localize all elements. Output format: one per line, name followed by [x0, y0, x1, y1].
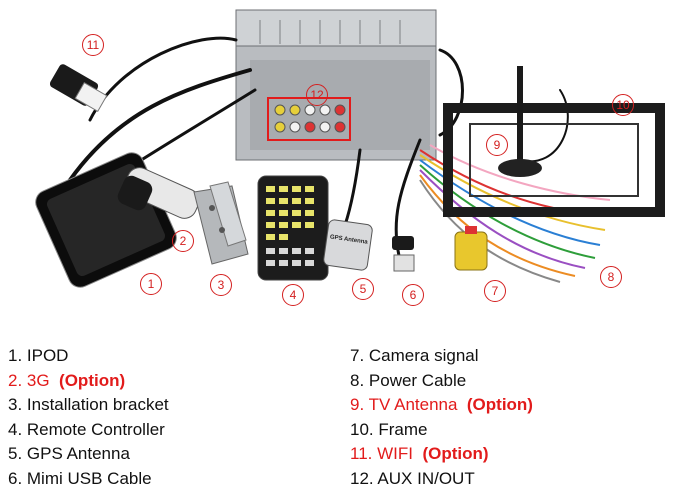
legend-item-text: 8. Power Cable: [350, 370, 467, 390]
legend-item: 5. GPS Antenna: [8, 442, 169, 467]
product-accessories-photo: GPS Antenna: [35, 9, 665, 288]
legend-item: 12. AUX IN/OUT: [350, 467, 533, 492]
legend-item-text: 2. 3G: [8, 370, 50, 390]
marker-4: 4: [282, 284, 304, 306]
marker-2: 2: [172, 230, 194, 252]
legend-item: 4. Remote Controller: [8, 418, 169, 443]
marker-9: 9: [486, 134, 508, 156]
legend-item: 1. IPOD: [8, 344, 169, 369]
legend-item: 11. WIFI (Option): [350, 442, 533, 467]
legend-item: 3. Installation bracket: [8, 393, 169, 418]
gps-antenna: GPS Antenna: [323, 219, 373, 271]
tv-antenna: [498, 66, 542, 177]
legend-item-text: 11. WIFI: [350, 444, 413, 463]
head-unit: [235, 9, 437, 161]
legend-item-text: 4. Remote Controller: [8, 419, 165, 439]
legend-item: 8. Power Cable: [350, 369, 533, 394]
legend-item: 2. 3G (Option): [8, 369, 169, 394]
marker-7: 7: [484, 280, 506, 302]
installation-bracket: [193, 181, 249, 265]
legend-item-text: 10. Frame: [350, 419, 428, 439]
marker-11: 11: [82, 34, 104, 56]
legend-item-option: (Option): [466, 395, 533, 414]
legend-item-text: 6. Mimi USB Cable: [8, 468, 152, 488]
frame: [443, 103, 665, 217]
legend-item-text: 7. Camera signal: [350, 346, 479, 365]
legend-item: 6. Mimi USB Cable: [8, 467, 169, 492]
marker-12: 12: [306, 84, 328, 106]
legend-item-text: 9. TV Antenna: [350, 395, 458, 414]
legend-item-text: 1. IPOD: [8, 346, 69, 365]
aux-rca-block: [267, 97, 351, 141]
legend-item-text: 5. GPS Antenna: [8, 444, 130, 463]
3g-dongle: [117, 167, 200, 219]
gps-antenna-label: GPS Antenna: [329, 234, 368, 245]
camera-connector: [454, 226, 488, 271]
marker-3: 3: [210, 274, 232, 296]
marker-8: 8: [600, 266, 622, 288]
legend-item: 7. Camera signal: [350, 344, 533, 369]
remote-controller: [257, 175, 329, 281]
legend-item: 10. Frame: [350, 418, 533, 443]
legend-item: 9. TV Antenna (Option): [350, 393, 533, 418]
legend-item-text: 12. AUX IN/OUT: [350, 468, 475, 488]
legend-item-text: 3. Installation bracket: [8, 395, 169, 414]
marker-6: 6: [402, 284, 424, 306]
legend-item-option: (Option): [59, 370, 126, 390]
marker-5: 5: [352, 278, 374, 300]
usb-cable: [392, 236, 415, 272]
marker-1: 1: [140, 273, 162, 295]
marker-10: 10: [612, 94, 634, 116]
wifi-dongle: [49, 64, 108, 112]
legend-left: 1. IPOD 2. 3G (Option) 3. Installation b…: [8, 344, 169, 491]
legend-right: 7. Camera signal 8. Power Cable 9. TV An…: [350, 344, 533, 491]
ipod-device: [35, 152, 177, 288]
legend-item-option: (Option): [422, 444, 489, 463]
